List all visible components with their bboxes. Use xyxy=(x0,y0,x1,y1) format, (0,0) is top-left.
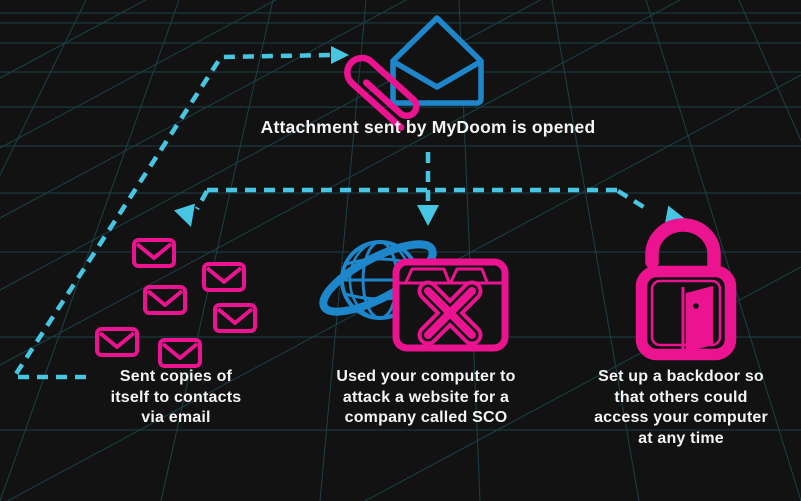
arrowhead-down-left-icon xyxy=(174,203,195,227)
caption-line: Used your computer to xyxy=(336,368,516,385)
caption-line: at any time xyxy=(638,429,724,447)
caption-line: via email xyxy=(141,409,211,426)
caption-line: that others could xyxy=(614,388,748,406)
email-icon xyxy=(95,327,139,357)
paperclip-icon xyxy=(344,54,420,131)
email-icon xyxy=(213,303,257,333)
arrowhead-right-icon xyxy=(331,46,349,64)
trigger-caption: Attachment sent by MyDoom is opened xyxy=(260,117,596,137)
email-icon xyxy=(143,285,187,315)
outcome-caption-email: Sent copies of itself to contacts via em… xyxy=(56,367,296,429)
email-icon xyxy=(202,262,246,292)
lock-shackle-icon xyxy=(645,218,721,278)
email-cluster-icon xyxy=(95,238,257,368)
window-tab-icon xyxy=(404,267,451,283)
caption-line: company called SCO xyxy=(344,409,508,426)
open-envelope-icon xyxy=(390,15,484,106)
email-icon xyxy=(158,338,202,368)
branch-arrows xyxy=(174,152,686,229)
caption-line: itself to contacts xyxy=(110,388,242,406)
window-tab-icon xyxy=(449,267,489,283)
blocked-website-icon xyxy=(392,258,509,352)
attachment-trigger-icon xyxy=(344,15,484,131)
loop-back-arrow xyxy=(9,46,349,380)
caption-line: Set up a backdoor so xyxy=(598,368,764,385)
caption-line: access your computer xyxy=(594,409,768,426)
orbit-ring-icon xyxy=(319,240,437,316)
doorknob-icon xyxy=(693,303,699,309)
outcome-caption-attack: Used your computer to attack a website f… xyxy=(306,367,546,429)
open-door-icon xyxy=(686,286,713,352)
backdoor-lock-icon xyxy=(635,218,737,361)
x-mark-icon xyxy=(417,280,483,346)
caption-line: attack a website for a xyxy=(342,388,510,406)
arrowhead-down-center-icon xyxy=(417,205,439,226)
outcome-caption-backdoor: Set up a backdoor so that others could a… xyxy=(551,367,801,449)
email-icon xyxy=(132,238,176,268)
caption-line: Sent copies of xyxy=(119,368,233,385)
